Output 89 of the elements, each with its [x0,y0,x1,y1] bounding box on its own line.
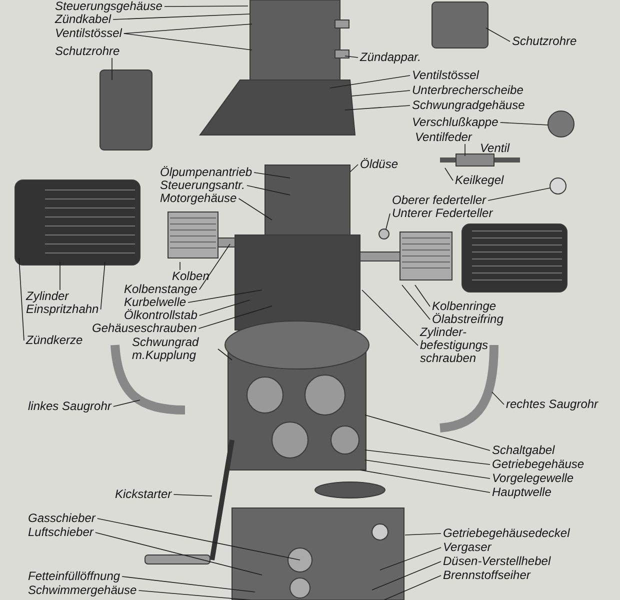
leader-line [344,105,410,110]
leader-line [492,392,504,405]
part-label: Vergaser [443,541,492,554]
part-label: Ölkontrollstab [124,309,198,322]
leader-line [122,576,256,592]
part-label: Gasschieber [28,512,96,525]
leader-line [362,290,418,346]
part-label: Keilkegel [455,174,504,187]
leader-line [124,33,252,50]
part-label: Getriebegehäuse [492,458,584,471]
part-label: Kolbenringe [432,300,496,313]
part-label: Schaltgabel [492,444,555,457]
leader-line [254,172,290,178]
leader-line [112,14,250,20]
leader-line [486,28,510,42]
part-label: Ventilfeder [415,131,472,144]
leader-line [488,188,550,201]
leader-line [138,590,250,600]
leader-line [18,258,24,341]
part-label: Brennstoffseiher [443,569,530,582]
part-label: Ventilstössel [412,69,479,82]
part-label: Motorgehäuse [160,192,237,205]
leader-line [199,244,230,290]
part-label: Oberer federteller [392,194,486,207]
leader-line [364,414,490,451]
part-label: Steuerungsantr. [160,179,245,192]
part-label: Kolben [172,270,210,283]
part-label: Kurbelwelle [124,296,186,309]
leader-line [380,547,442,570]
part-label: Luftschieber [28,526,94,539]
part-label: linkes Saugrohr [28,400,112,413]
leader-line [350,164,358,172]
leader-line [198,300,250,316]
part-label: Einspritzhahn [26,303,99,316]
leader-line [344,56,358,58]
part-label: Zündkerze [26,334,83,347]
part-label: rechtes Saugrohr [506,398,598,411]
part-label: Ölpumpenantrieb [160,166,252,179]
part-label: Ventilstössel [55,27,122,40]
part-label: Schutzrohre [55,45,120,58]
leader-line [330,75,410,88]
leader-line [198,306,272,329]
leader-line [414,284,430,307]
leader-line [100,262,106,310]
leader-line [188,290,262,303]
part-label: Zylinder- befestigungs schrauben [420,326,500,365]
part-label: Gehäuseschrauben [92,322,197,335]
part-label: Getriebegehäusedeckel [443,527,570,540]
part-label: Schwungrad m.Kupplung [132,336,216,362]
leader-line [113,400,140,407]
part-label: Schwungradgehäuse [412,99,525,112]
part-label: Öldüse [360,158,398,171]
leader-line [364,450,490,465]
leader-line [444,168,454,181]
leader-line [164,6,248,7]
part-label: Steuerungsgehäuse [55,0,162,13]
leader-line [360,470,490,493]
leader-line [352,90,410,96]
part-label: Unterer Federteller [392,207,493,220]
leader-line [124,24,252,34]
part-label: Verschlußkappe [412,116,498,129]
part-label: Zündkabel [55,13,112,26]
leader-line [372,561,442,590]
part-label: Zylinder [26,290,69,303]
leader-line [246,185,290,196]
leader-line [386,213,390,230]
part-label: Düsen-Verstellhebel [443,555,551,568]
leader-line [173,494,212,496]
leader-line [218,348,232,360]
part-label: Ölabstreifring [432,313,504,326]
part-label: Unterbrecherscheibe [412,84,524,97]
leader-line [238,198,272,220]
leader-line [402,284,430,320]
leader-line [94,532,262,576]
leader-line [96,518,300,560]
part-label: Ventil [480,142,510,155]
part-label: Fetteinfüllöffnung [28,570,120,583]
leader-line [364,460,490,479]
part-label: Zündappar. [360,51,421,64]
part-label: Kickstarter [115,488,172,501]
part-label: Vorgelegewelle [492,472,574,485]
leader-line [464,144,466,156]
part-label: Schwimmergehäuse [28,584,137,597]
part-label: Schutzrohre [512,35,577,48]
part-label: Kolbenstange [124,283,198,296]
leader-line [404,533,442,536]
leader-line [384,575,442,600]
leader-line [500,122,548,126]
part-label: Hauptwelle [492,486,552,499]
